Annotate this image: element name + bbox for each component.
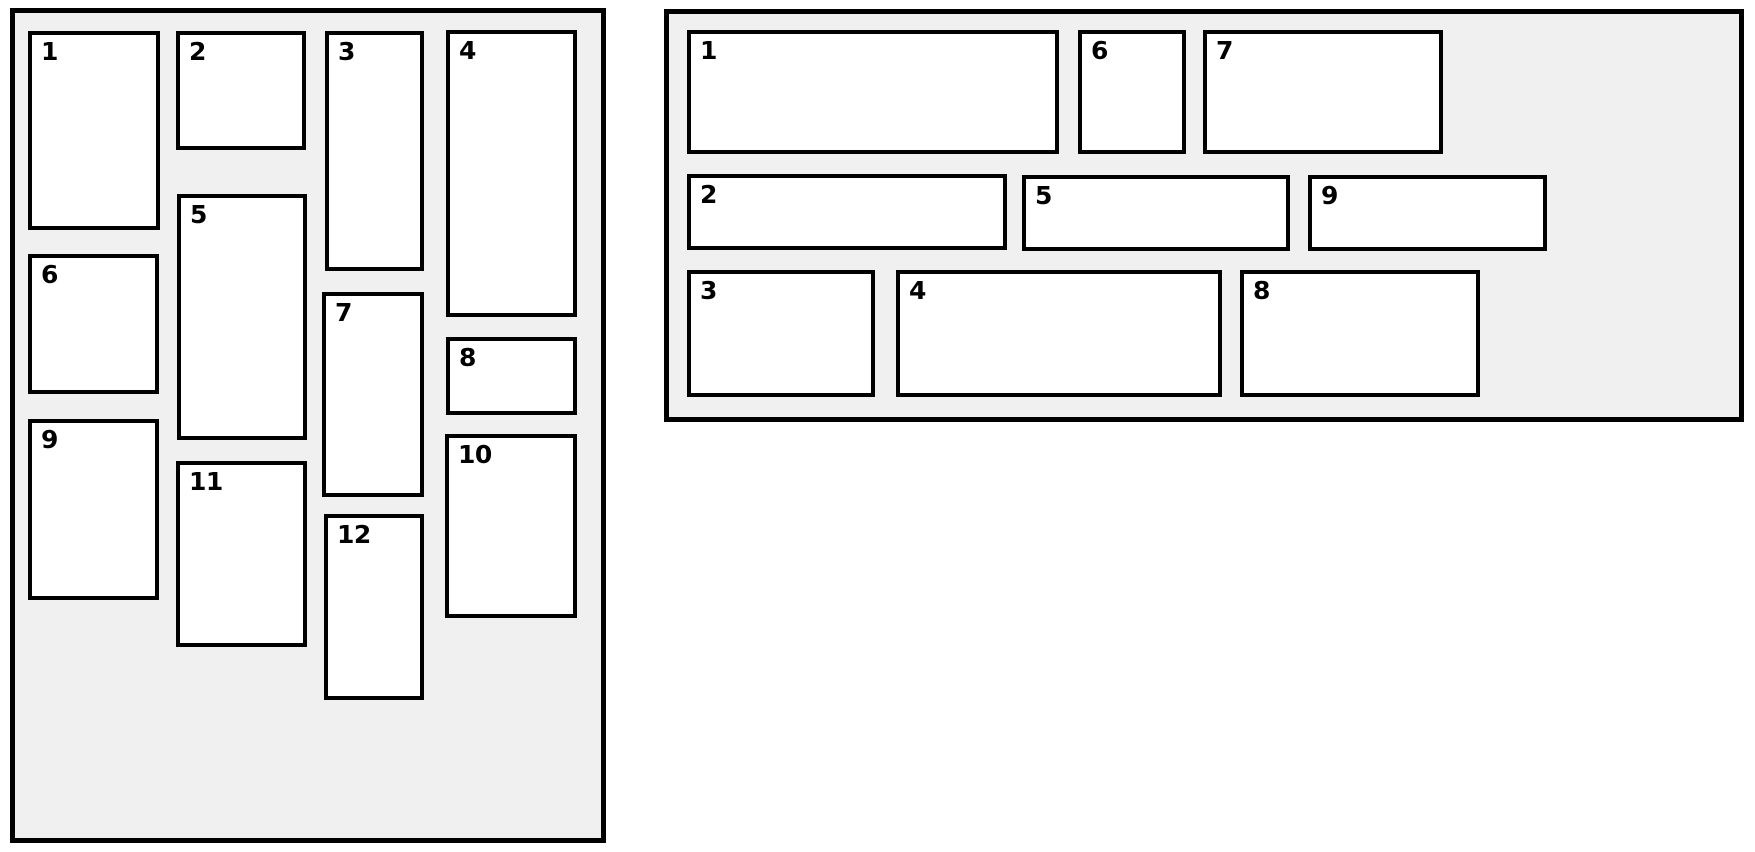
region-order-label: 3 <box>338 37 355 66</box>
region-order-label: 9 <box>1321 181 1338 210</box>
region-order-label: 4 <box>909 276 926 305</box>
region-box-6[interactable]: 6 <box>1078 30 1186 154</box>
region-order-label: 10 <box>458 440 492 469</box>
region-order-label: 1 <box>700 36 717 65</box>
region-order-label: 9 <box>41 425 58 454</box>
region-order-label: 11 <box>189 467 223 496</box>
region-box-12[interactable]: 12 <box>324 514 424 700</box>
region-box-2[interactable]: 2 <box>176 31 306 150</box>
region-order-label: 1 <box>41 37 58 66</box>
region-order-label: 3 <box>700 276 717 305</box>
region-box-6[interactable]: 6 <box>28 254 159 394</box>
region-order-label: 2 <box>189 37 206 66</box>
region-order-label: 8 <box>459 343 476 372</box>
region-box-7[interactable]: 7 <box>1203 30 1443 154</box>
region-box-1[interactable]: 1 <box>28 31 160 230</box>
region-order-label: 5 <box>190 200 207 229</box>
region-box-4[interactable]: 4 <box>446 30 577 317</box>
region-box-3[interactable]: 3 <box>687 270 875 397</box>
region-order-label: 6 <box>41 260 58 289</box>
region-box-9[interactable]: 9 <box>1308 175 1547 251</box>
region-box-1[interactable]: 1 <box>687 30 1059 154</box>
region-order-label: 12 <box>337 520 371 549</box>
region-box-5[interactable]: 5 <box>177 194 307 440</box>
region-order-label: 6 <box>1091 36 1108 65</box>
region-order-label: 4 <box>459 36 476 65</box>
region-order-label: 8 <box>1253 276 1270 305</box>
region-box-8[interactable]: 8 <box>1240 270 1480 397</box>
region-box-5[interactable]: 5 <box>1022 175 1290 251</box>
region-box-4[interactable]: 4 <box>896 270 1222 397</box>
region-box-11[interactable]: 11 <box>176 461 307 647</box>
region-box-10[interactable]: 10 <box>445 434 577 618</box>
region-box-3[interactable]: 3 <box>325 31 424 271</box>
region-order-label: 7 <box>335 298 352 327</box>
region-box-9[interactable]: 9 <box>28 419 159 600</box>
right-panel: 1 6 7 2 5 9 3 4 8 <box>664 9 1744 422</box>
region-box-7[interactable]: 7 <box>322 292 424 497</box>
region-order-label: 5 <box>1035 181 1052 210</box>
region-order-label: 7 <box>1216 36 1233 65</box>
region-order-label: 2 <box>700 180 717 209</box>
region-box-2[interactable]: 2 <box>687 174 1007 250</box>
region-box-8[interactable]: 8 <box>446 337 577 415</box>
